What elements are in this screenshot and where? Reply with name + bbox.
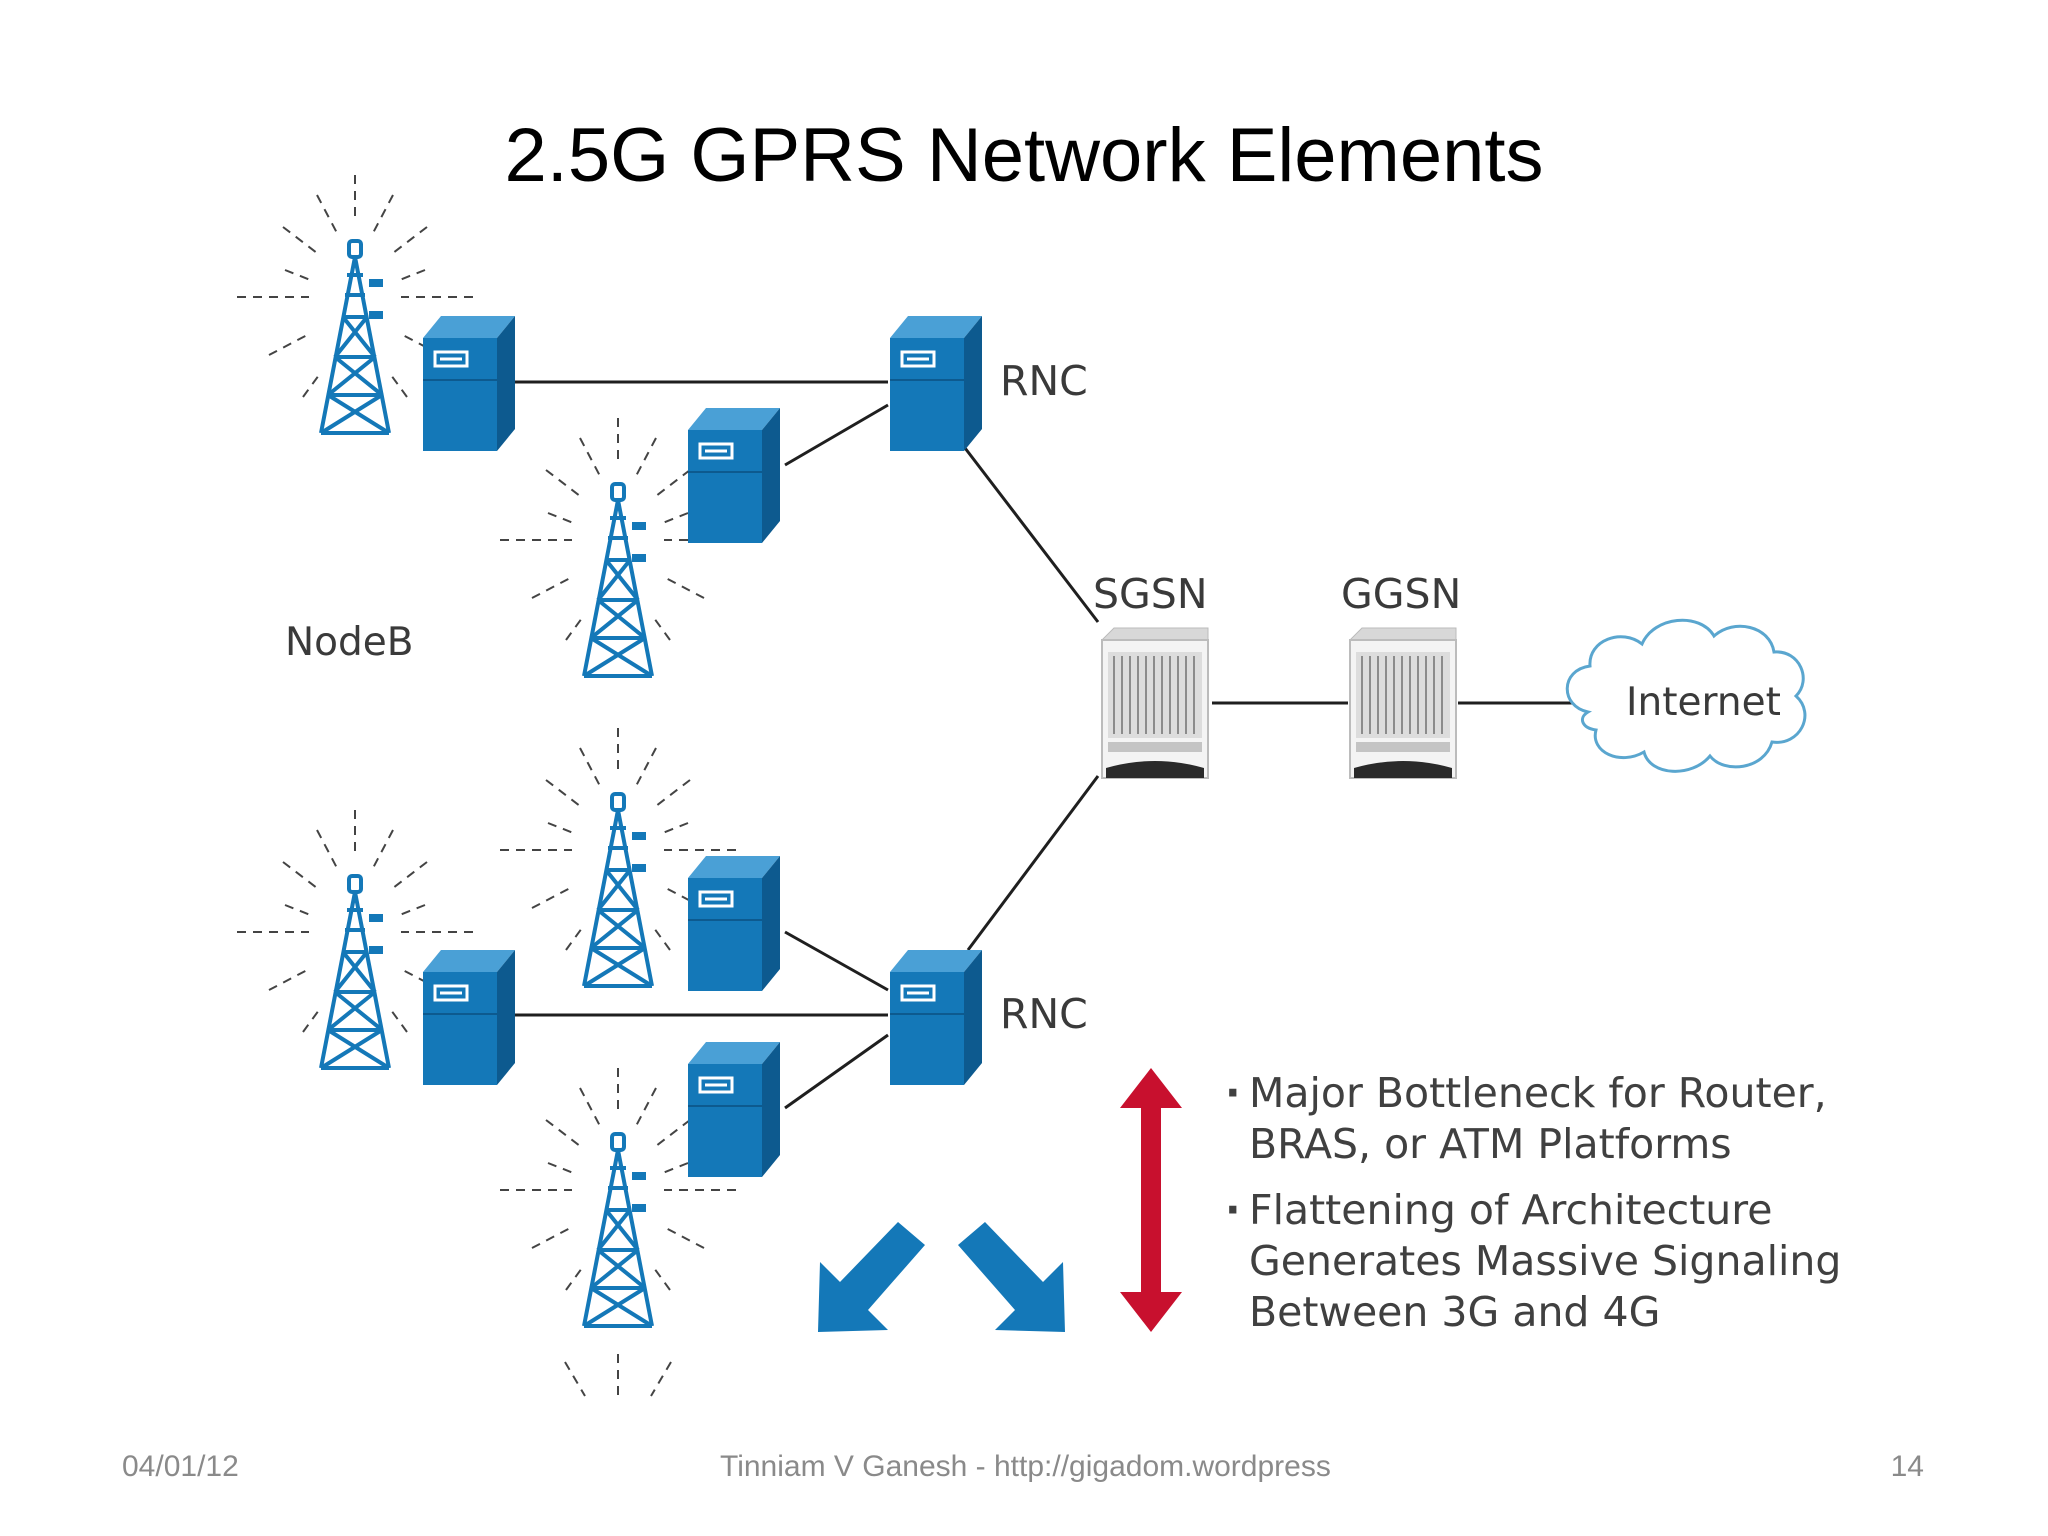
rnc-top-label: RNC: [1000, 357, 1088, 405]
rnc-bottom-label: RNC: [1000, 990, 1088, 1038]
flow-arrow-left-icon: [818, 1222, 925, 1332]
nodeb-server-icon: [686, 406, 782, 545]
connection-lines: [515, 380, 1572, 1110]
nodeb-server-icon: [686, 1040, 782, 1179]
sgsn-label: SGSN: [1093, 570, 1208, 618]
rnc-server-icon: [888, 314, 984, 453]
double-arrow-icon: [1120, 1068, 1182, 1332]
footer-date: 04/01/12: [122, 1450, 239, 1483]
note-item: Major Bottleneck for Router, BRAS, or AT…: [1225, 1068, 1845, 1170]
rnc-server-icon: [888, 948, 984, 1087]
footer-source: Tinniam V Ganesh - http://gigadom.wordpr…: [720, 1450, 1330, 1483]
internet-label: Internet: [1626, 680, 1781, 725]
ggsn-label: GGSN: [1341, 570, 1461, 618]
nodeb-label: NodeB: [285, 620, 414, 665]
bottleneck-notes: Major Bottleneck for Router, BRAS, or AT…: [1225, 1068, 1845, 1353]
note-item: Flattening of Architecture Generates Mas…: [1225, 1185, 1845, 1338]
nodeb-server-icon: [421, 314, 517, 453]
slide-title: 2.5G GPRS Network Elements: [504, 113, 1544, 198]
flow-arrow-right-icon: [958, 1222, 1065, 1332]
footer-page-number: 14: [1890, 1450, 1924, 1483]
nodeb-server-icon: [686, 854, 782, 993]
ggsn-router-icon: [1349, 627, 1457, 779]
nodeb-server-icon: [421, 948, 517, 1087]
tower-rays-partial: [564, 1354, 672, 1398]
flow-arrows: [818, 1222, 1065, 1332]
cloud-icon: [1565, 618, 1807, 773]
sgsn-router-icon: [1101, 627, 1209, 779]
